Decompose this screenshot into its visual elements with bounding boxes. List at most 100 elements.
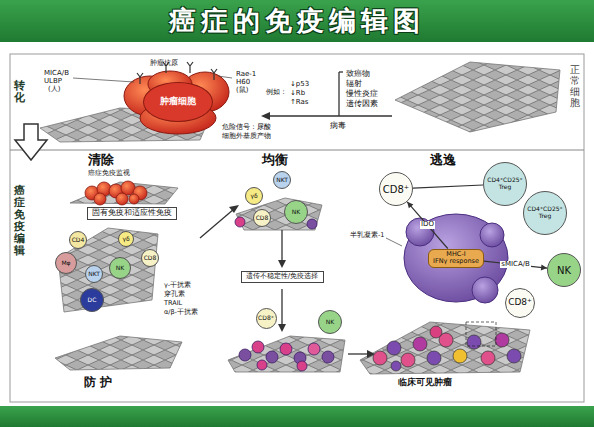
escape-tumor: [406, 218, 434, 246]
phase-arrow: [281, 230, 282, 262]
immune-cell: CD4: [69, 231, 87, 249]
node-text: γδ: [250, 193, 257, 200]
node-label: NK: [557, 265, 571, 276]
variant-cells: [280, 343, 292, 355]
text-label: γ-干扰素: [164, 282, 191, 289]
text-label: 致癌物: [346, 70, 370, 79]
node-label: CD4⁺CD25⁺ Treg: [527, 206, 563, 219]
immune-cell: CD8: [253, 209, 271, 227]
edge-label: IDO: [420, 221, 435, 229]
node-text: CD8: [256, 215, 269, 222]
section-label: 正常细胞: [570, 64, 580, 108]
variant-cells: [307, 219, 317, 229]
node-label: CD8⁺: [383, 184, 409, 195]
cell-sheet: [70, 182, 178, 204]
text-label: 病毒: [330, 122, 346, 131]
variant-cells: [252, 341, 264, 353]
text-label: 遗传因素: [346, 100, 378, 109]
cell-sheet: [228, 336, 345, 372]
immune-cell: NK: [318, 310, 342, 334]
text-label: (人): [48, 85, 60, 93]
variant-cells: [308, 343, 320, 355]
immune-cell: NK: [109, 257, 131, 279]
tumor-cells: [129, 194, 139, 204]
immune-cell: NKT: [273, 171, 291, 189]
transform-arrow: [261, 72, 392, 120]
node-text: NK: [292, 209, 300, 216]
node-text: CD8⁺: [383, 184, 409, 195]
variant-cells: [297, 361, 307, 371]
tumor-mass: [124, 71, 229, 134]
node-text: 遗传不稳定性/免疫选择: [246, 273, 318, 281]
node-label: NKT: [88, 271, 100, 278]
node-text: NKT: [276, 177, 288, 184]
text-label: 危险信号：尿酸: [222, 124, 271, 131]
node-label: Mφ: [61, 260, 70, 267]
node-text: NK: [557, 265, 571, 276]
node-text: γδ: [122, 236, 129, 243]
variant-cells: [266, 351, 278, 363]
node-text: CD4⁺CD25⁺ Treg: [487, 177, 523, 190]
text-label: 癌症免疫监视: [88, 170, 130, 177]
tumor-cell: 肿瘤细胞: [143, 82, 213, 122]
node-text: IFNγ response: [433, 258, 479, 265]
node-label: NK: [292, 209, 300, 216]
immune-cell: Mφ: [55, 252, 77, 274]
text-label: ↑Ras: [290, 98, 309, 106]
phase-arrow: [348, 353, 368, 354]
connector: [413, 185, 483, 188]
transform-arrow: [261, 112, 270, 120]
node-text: Mφ: [61, 260, 70, 267]
variant-cells: [322, 351, 334, 363]
node-text: CD4⁺CD25⁺ Treg: [527, 206, 563, 219]
text-label: 辐射: [346, 80, 362, 89]
process-box: 固有免疫和适应性免疫: [87, 207, 177, 220]
phase-arrow: [278, 260, 286, 268]
immune-cell: CD8⁺: [256, 308, 277, 329]
leader-line: [73, 78, 134, 82]
escape-cells: [391, 361, 401, 371]
escape-tumor: [480, 223, 504, 247]
title-band: [0, 0, 594, 42]
cell-sheet: [395, 62, 560, 132]
text-label: Rae-1: [236, 70, 256, 78]
panel-frame: [10, 150, 584, 151]
antigen-symbol: [211, 69, 217, 80]
text-label: H60: [236, 78, 250, 86]
node-label: CD8: [256, 215, 269, 222]
tumor-nucleus: MHC-IIFNγ response: [428, 249, 484, 268]
variant-cells: [235, 217, 245, 227]
connector: [484, 261, 547, 268]
text-label: 临床可见肿瘤: [398, 378, 452, 388]
text-label: α/β-干扰素: [164, 309, 198, 316]
diagram-title: 癌症的免疫编辑图: [0, 4, 594, 38]
immune-cell: DC: [80, 288, 104, 312]
node-label: CD8⁺: [508, 298, 532, 308]
node-text: DC: [88, 297, 97, 304]
immune-cell: γδ: [118, 231, 134, 247]
variant-cells: [257, 360, 267, 370]
text-label: 细胞外基质产物: [222, 133, 271, 140]
leader-line: [218, 76, 232, 78]
node-text: 肿瘤细胞: [160, 97, 196, 107]
node-text: MHC-I: [433, 251, 479, 258]
node-text: CD8: [144, 255, 157, 262]
phase-arrow: [278, 324, 286, 332]
immune-cell: NKT: [85, 265, 103, 283]
title-band: [0, 406, 594, 427]
text-label: 肿瘤抗原: [150, 59, 178, 67]
text-label: ↓Rb: [290, 89, 305, 97]
node-label: CD8⁺: [258, 315, 274, 322]
node-text: 固有免疫和适应性免疫: [92, 209, 172, 217]
node-label: DC: [88, 297, 97, 304]
escape-cells: [481, 351, 495, 365]
escape-tumor: [404, 214, 508, 303]
immune-cell: CD8⁺: [505, 288, 535, 318]
node-text: CD8⁺: [258, 315, 274, 322]
down-arrow: [15, 124, 47, 160]
node-label: 固有免疫和适应性免疫: [92, 209, 172, 217]
phase-arrow: [200, 205, 375, 358]
immune-cell: CD8⁺: [379, 172, 413, 206]
